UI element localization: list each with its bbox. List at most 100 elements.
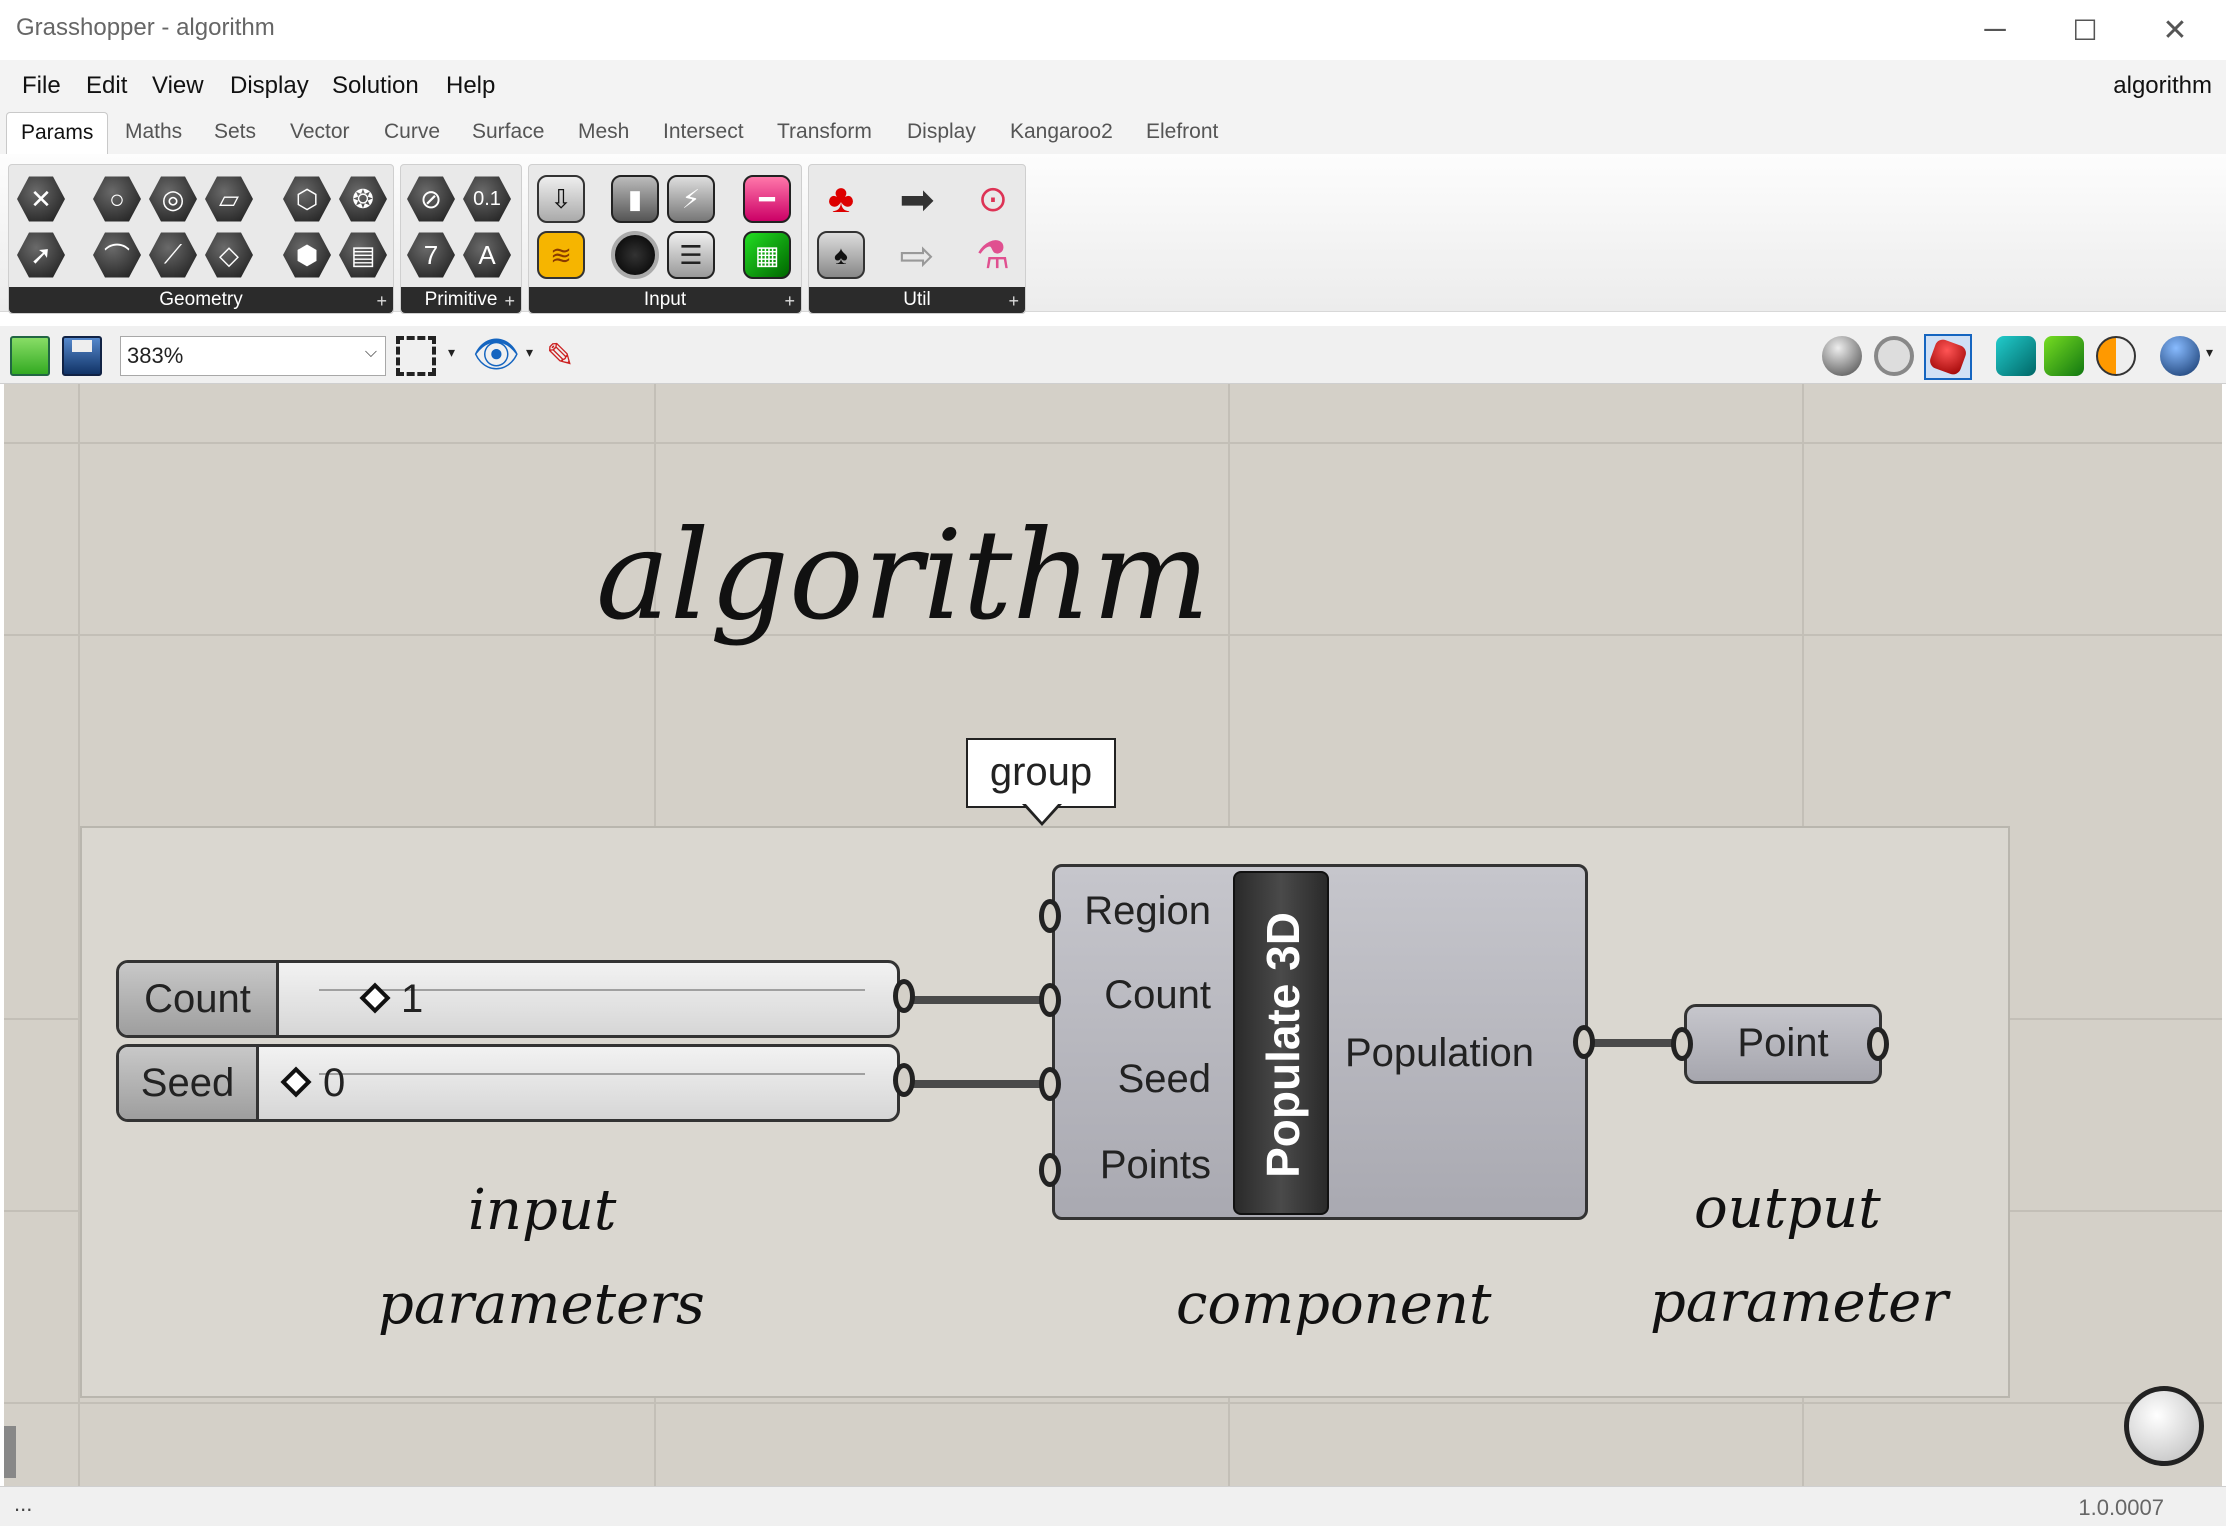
maximize-button[interactable]: ☐ (2072, 14, 2098, 46)
value-list-icon[interactable]: ☰ (667, 231, 715, 279)
brep-param-icon[interactable]: ⬢ (283, 232, 331, 278)
input-port-points[interactable] (1039, 1153, 1061, 1187)
text-param-icon[interactable]: A (463, 232, 511, 278)
menu-view[interactable]: View (152, 72, 204, 99)
integer-param-icon[interactable]: 7 (407, 232, 455, 278)
group-label[interactable]: group (966, 738, 1116, 808)
component-title: Populate 3D (1257, 912, 1309, 1178)
expand-icon[interactable]: + (376, 291, 387, 311)
menu-edit[interactable]: Edit (86, 72, 128, 99)
minimize-button[interactable]: ─ (1984, 13, 2006, 46)
tab-curve[interactable]: Curve (384, 120, 441, 143)
expand-icon[interactable]: + (504, 291, 515, 311)
slider-grip[interactable] (359, 982, 391, 1014)
circle-param-icon[interactable]: ○ (93, 176, 141, 222)
tab-vector[interactable]: Vector (290, 120, 350, 143)
tab-elefront[interactable]: Elefront (1146, 120, 1219, 143)
line-param-icon[interactable]: ⟋ (149, 232, 197, 278)
menu-file[interactable]: File (22, 72, 61, 99)
note-input[interactable]: input (468, 1178, 617, 1243)
geometry-param-icon[interactable]: ✕ (17, 176, 65, 222)
preview-selected-icon[interactable] (1924, 334, 1972, 380)
point-parameter[interactable]: Point (1671, 1004, 1889, 1084)
left-scroll-handle[interactable] (4, 1426, 16, 1478)
surface-param-icon[interactable]: ▱ (205, 176, 253, 222)
slider-grip[interactable] (280, 1066, 312, 1098)
zoom-extents-icon[interactable] (396, 336, 436, 376)
sketch-pen-icon[interactable]: ✎ (546, 337, 575, 375)
vector-param-icon[interactable]: ➚ (17, 232, 65, 278)
mesh-face-param-icon[interactable]: ▤ (339, 232, 387, 278)
preview-solid-icon[interactable] (2044, 336, 2084, 376)
close-button[interactable]: ✕ (2162, 13, 2188, 47)
box-param-icon[interactable]: ⬡ (283, 176, 331, 222)
toggle-icon[interactable]: ▮ (611, 175, 659, 223)
tab-mesh[interactable]: Mesh (578, 120, 630, 143)
slider-name: Count (119, 963, 279, 1035)
input-port[interactable] (1671, 1027, 1693, 1061)
plane-param-icon[interactable]: ◇ (205, 232, 253, 278)
menu-display[interactable]: Display (230, 72, 309, 99)
import-icon[interactable]: ⇩ (537, 175, 585, 223)
flask-icon[interactable]: ⚗ (975, 234, 1011, 277)
input-port-count[interactable] (1039, 983, 1061, 1017)
fitness-icon[interactable]: ⊙ (977, 178, 1009, 219)
slider-name: Seed (119, 1047, 259, 1119)
mesh-param-icon[interactable]: ❂ (339, 176, 387, 222)
output-port[interactable] (1867, 1027, 1889, 1061)
tab-params[interactable]: Params (6, 112, 109, 154)
tree-icon[interactable]: ♠ (817, 231, 865, 279)
graph-mapper-icon[interactable]: ≋ (537, 231, 585, 279)
expand-icon[interactable]: + (1008, 291, 1019, 311)
output-port-population[interactable] (1573, 1025, 1595, 1059)
boolean-param-icon[interactable]: ⊘ (407, 176, 455, 222)
note-parameters[interactable]: parameters (378, 1272, 705, 1337)
output-port[interactable] (893, 1063, 915, 1097)
preview-material-icon[interactable] (2096, 336, 2136, 376)
data-input-icon[interactable]: ⇨ (899, 231, 935, 279)
input-port-seed[interactable] (1039, 1067, 1061, 1101)
chevron-down-icon[interactable]: ▾ (448, 344, 456, 360)
menu-solution[interactable]: Solution (332, 72, 419, 99)
open-file-icon[interactable] (10, 336, 50, 376)
preview-settings-icon[interactable] (2160, 336, 2200, 376)
arc-param-icon[interactable]: ⌒ (93, 232, 141, 278)
cherry-picker-icon[interactable]: ♣ (827, 176, 855, 221)
note-output[interactable]: output (1694, 1176, 1881, 1241)
tab-maths[interactable]: Maths (125, 120, 183, 143)
chevron-down-icon[interactable]: ▾ (526, 344, 534, 360)
save-file-icon[interactable] (62, 336, 102, 376)
output-port[interactable] (893, 979, 915, 1013)
tab-surface[interactable]: Surface (472, 120, 545, 143)
image-sampler-icon[interactable]: ▦ (743, 231, 791, 279)
number-param-icon[interactable]: 0.1 (463, 176, 511, 222)
tab-kangaroo2[interactable]: Kangaroo2 (1010, 120, 1113, 143)
count-slider[interactable]: Count 1 (116, 960, 915, 1038)
tab-intersect[interactable]: Intersect (663, 120, 744, 143)
curve-param-icon[interactable]: ◎ (149, 176, 197, 222)
note-parameter[interactable]: parameter (1650, 1270, 1949, 1335)
preview-shaded-icon[interactable] (1874, 336, 1914, 376)
preview-eye-icon[interactable]: 👁 (472, 334, 521, 376)
preview-wireframe-icon[interactable] (1822, 336, 1862, 376)
populate-3d-component[interactable]: Region Count Seed Points Populate 3D Pop… (1039, 864, 1595, 1220)
tab-display[interactable]: Display (907, 120, 976, 143)
expand-icon[interactable]: + (784, 291, 795, 311)
canvas-title-scribble[interactable]: algorithm (596, 504, 1210, 648)
data-output-icon[interactable]: ➡ (899, 175, 935, 223)
tab-sets[interactable]: Sets (214, 120, 257, 143)
solver-status-icon[interactable] (2124, 1386, 2204, 1466)
gradient-icon[interactable]: ━ (743, 175, 791, 223)
component-tab-strip: Params Maths Sets Vector Curve Surface M… (0, 112, 2226, 154)
preview-mesh-icon[interactable] (1996, 336, 2036, 376)
input-port-region[interactable] (1039, 899, 1061, 933)
tab-transform[interactable]: Transform (777, 120, 872, 143)
seed-slider[interactable]: Seed 0 (116, 1044, 915, 1122)
note-component[interactable]: component (1176, 1272, 1492, 1337)
button-icon[interactable]: ⚡ (667, 175, 715, 223)
grasshopper-canvas[interactable]: algorithm group Count 1 Seed 0 (4, 384, 2222, 1486)
zoom-dropdown[interactable]: 383% ⌵ (120, 336, 386, 376)
chevron-down-icon[interactable]: ▾ (2206, 344, 2214, 360)
group-label-pointer (1025, 803, 1059, 822)
menu-help[interactable]: Help (446, 72, 496, 99)
